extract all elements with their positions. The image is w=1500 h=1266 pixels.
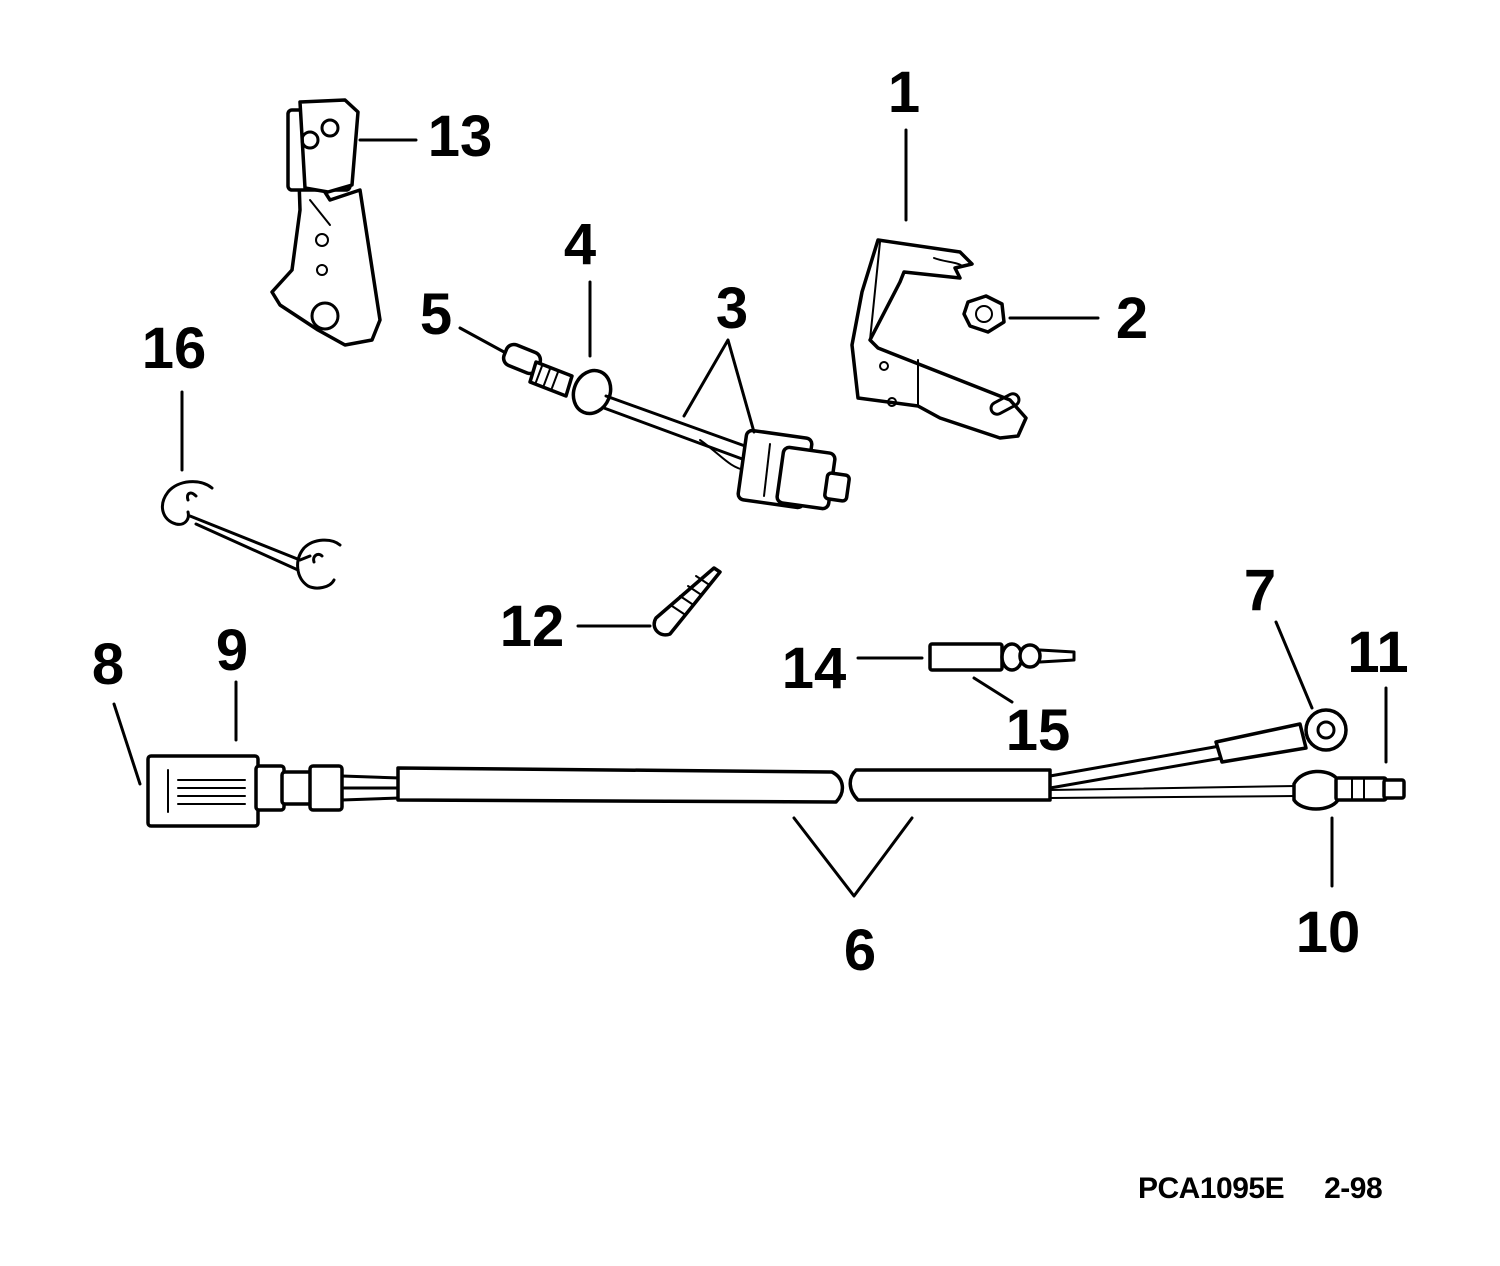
part-13-lever-arm <box>270 98 382 347</box>
callout-16: 16 <box>142 316 207 381</box>
callout-7: 7 <box>1244 558 1276 623</box>
part-12-screw <box>652 566 722 637</box>
callout-13: 13 <box>428 104 493 169</box>
leader-6 <box>792 816 914 898</box>
leader-3 <box>682 338 756 434</box>
callout-14: 14 <box>782 636 847 701</box>
part-6-wiring-harness <box>146 708 1406 828</box>
callout-11: 11 <box>1347 620 1408 685</box>
callout-9: 9 <box>216 618 248 683</box>
part-2-nut <box>962 294 1006 334</box>
leader-15 <box>972 676 1014 704</box>
drawing-reference: PCA1095E 2-98 <box>1138 1172 1383 1206</box>
callout-12: 12 <box>500 594 565 659</box>
callout-2: 2 <box>1116 286 1148 351</box>
part-14-terminal <box>928 642 1076 672</box>
callout-10: 10 <box>1296 900 1361 965</box>
part-3-switch-assembly <box>501 342 851 511</box>
callout-1: 1 <box>888 60 920 125</box>
part-16-wire-clip <box>160 480 342 590</box>
callout-4: 4 <box>564 212 596 277</box>
leader-5 <box>458 326 506 354</box>
callout-3: 3 <box>716 276 748 341</box>
callout-5: 5 <box>420 282 452 347</box>
date-code: 2-98 <box>1324 1172 1383 1205</box>
leader-8 <box>112 702 142 786</box>
callout-8: 8 <box>92 632 124 697</box>
part-1-bracket <box>850 238 1028 440</box>
callout-15: 15 <box>1006 698 1071 763</box>
drawing-code: PCA1095E <box>1138 1172 1285 1205</box>
callout-6: 6 <box>844 918 876 983</box>
leader-7 <box>1274 620 1314 710</box>
